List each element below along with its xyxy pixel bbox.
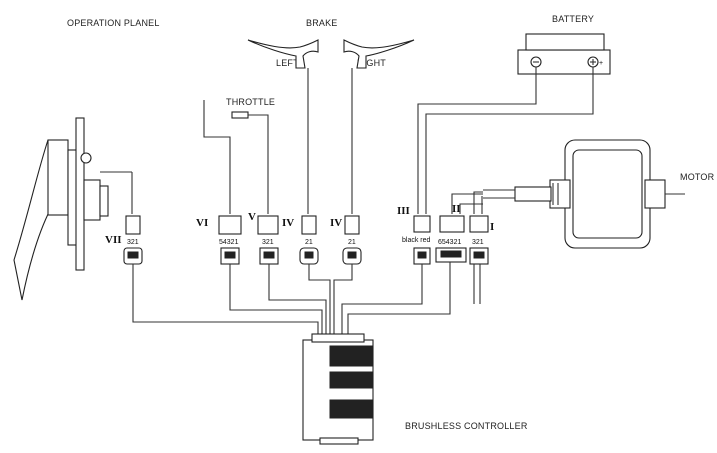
connector-vi-pins: 54321: [219, 239, 239, 246]
connector-vi: [218, 215, 242, 265]
controller-label: BRUSHLESS CONTROLLER: [405, 421, 528, 431]
connector-v: [257, 215, 279, 265]
connector-iv-right-roman: IV: [330, 217, 342, 229]
motor-label: MOTOR: [680, 172, 715, 182]
brushless-controller-drawing: [302, 333, 374, 445]
connector-iv-left-roman: IV: [282, 217, 294, 229]
battery-label: BATTERY: [552, 14, 594, 24]
brake-left-label: LEFT: [276, 58, 299, 68]
connector-iii-pins: black red: [402, 237, 431, 244]
svg-text:+: +: [599, 60, 603, 67]
connector-vii-pins: 321: [127, 239, 139, 246]
connector-vi-roman: VI: [196, 217, 208, 229]
operation-panel-label: OPERATION PLANEL: [67, 18, 160, 28]
brake-left-lever: [247, 39, 319, 69]
connector-ii-roman: II: [452, 203, 461, 215]
connector-ii-pins: 654321: [438, 239, 461, 246]
connector-i-pins: 321: [472, 239, 484, 246]
throttle-label: THROTTLE: [226, 97, 275, 107]
connector-vii: [123, 215, 143, 265]
connector-v-pins: 321: [262, 239, 274, 246]
connector-ii: [435, 215, 467, 263]
connector-iv-left-pins: 21: [305, 239, 313, 246]
connector-vii-roman: VII: [105, 234, 122, 246]
brake-right-label: RIGHT: [357, 58, 386, 68]
motor-drawing: [483, 139, 685, 249]
connector-iii-roman: III: [397, 205, 410, 217]
throttle-drawing: [203, 100, 269, 214]
connector-iv-right-pins: 21: [348, 239, 356, 246]
connector-v-roman: V: [248, 211, 256, 223]
connector-i: [469, 215, 489, 265]
brake-right-lever: [343, 39, 415, 69]
connector-i-roman: I: [490, 221, 494, 233]
operation-panel-drawing: [13, 117, 133, 301]
battery-drawing: +: [517, 33, 611, 75]
brake-label: BRAKE: [306, 18, 338, 28]
connector-iii: [413, 215, 431, 265]
